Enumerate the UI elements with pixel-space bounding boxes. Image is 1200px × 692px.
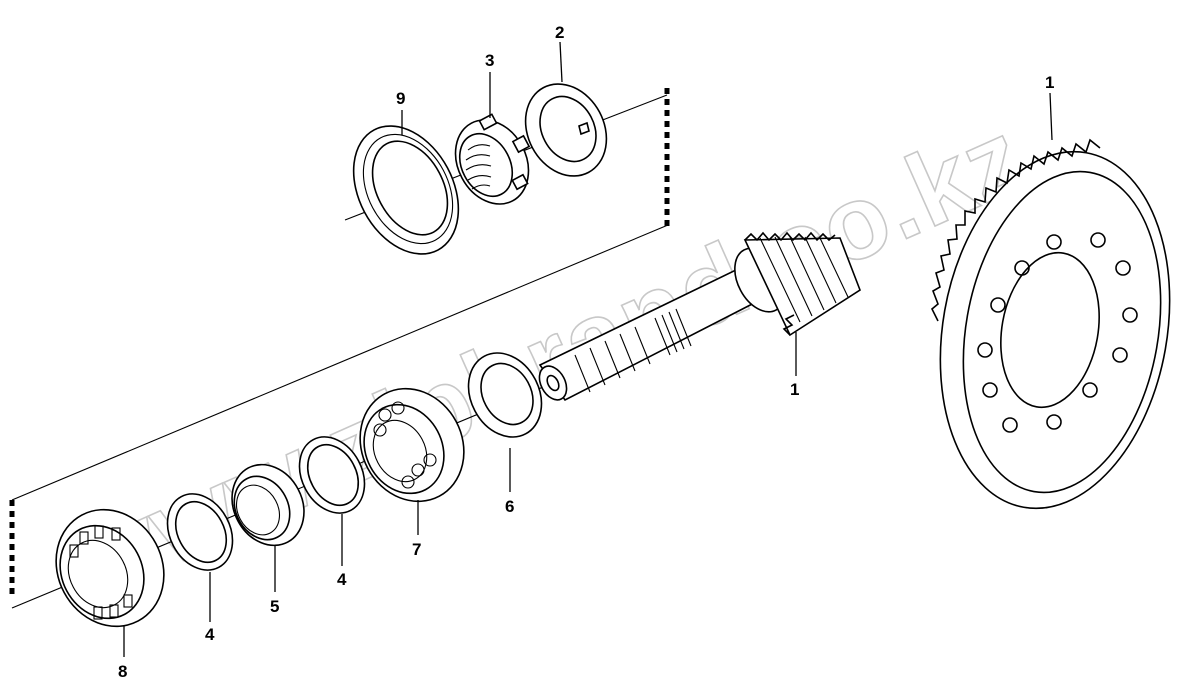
part-labels: 9 3 2 1 1 6 7 4 5 4 8 xyxy=(118,23,1054,681)
label-part-1-pinion: 1 xyxy=(790,380,799,399)
part-4-left-shim-ring xyxy=(166,493,234,571)
label-part-9: 9 xyxy=(396,89,405,108)
label-part-4-left: 4 xyxy=(205,625,215,644)
label-part-3: 3 xyxy=(485,51,494,70)
label-part-7: 7 xyxy=(412,540,421,559)
label-part-5: 5 xyxy=(270,597,279,616)
label-part-8: 8 xyxy=(118,662,127,681)
part-8-roller-bearing xyxy=(55,508,165,628)
label-part-6: 6 xyxy=(505,497,514,516)
part-1-pinion-shaft xyxy=(538,231,861,402)
leader-lines xyxy=(123,41,1053,657)
part-4-middle-shim-ring xyxy=(298,436,366,514)
label-part-2: 2 xyxy=(555,23,564,42)
part-5-spacer-cup xyxy=(231,463,305,547)
part-6-thrust-washer xyxy=(467,352,543,438)
part-2-tab-washer xyxy=(524,83,608,177)
part-1-ring-gear xyxy=(931,138,1171,510)
label-part-1-ring-gear: 1 xyxy=(1045,73,1054,92)
label-part-4-middle: 4 xyxy=(337,570,347,589)
part-9-seal-ring xyxy=(352,125,460,255)
part-7-bearing xyxy=(359,387,465,503)
part-3-castle-nut xyxy=(454,113,531,205)
